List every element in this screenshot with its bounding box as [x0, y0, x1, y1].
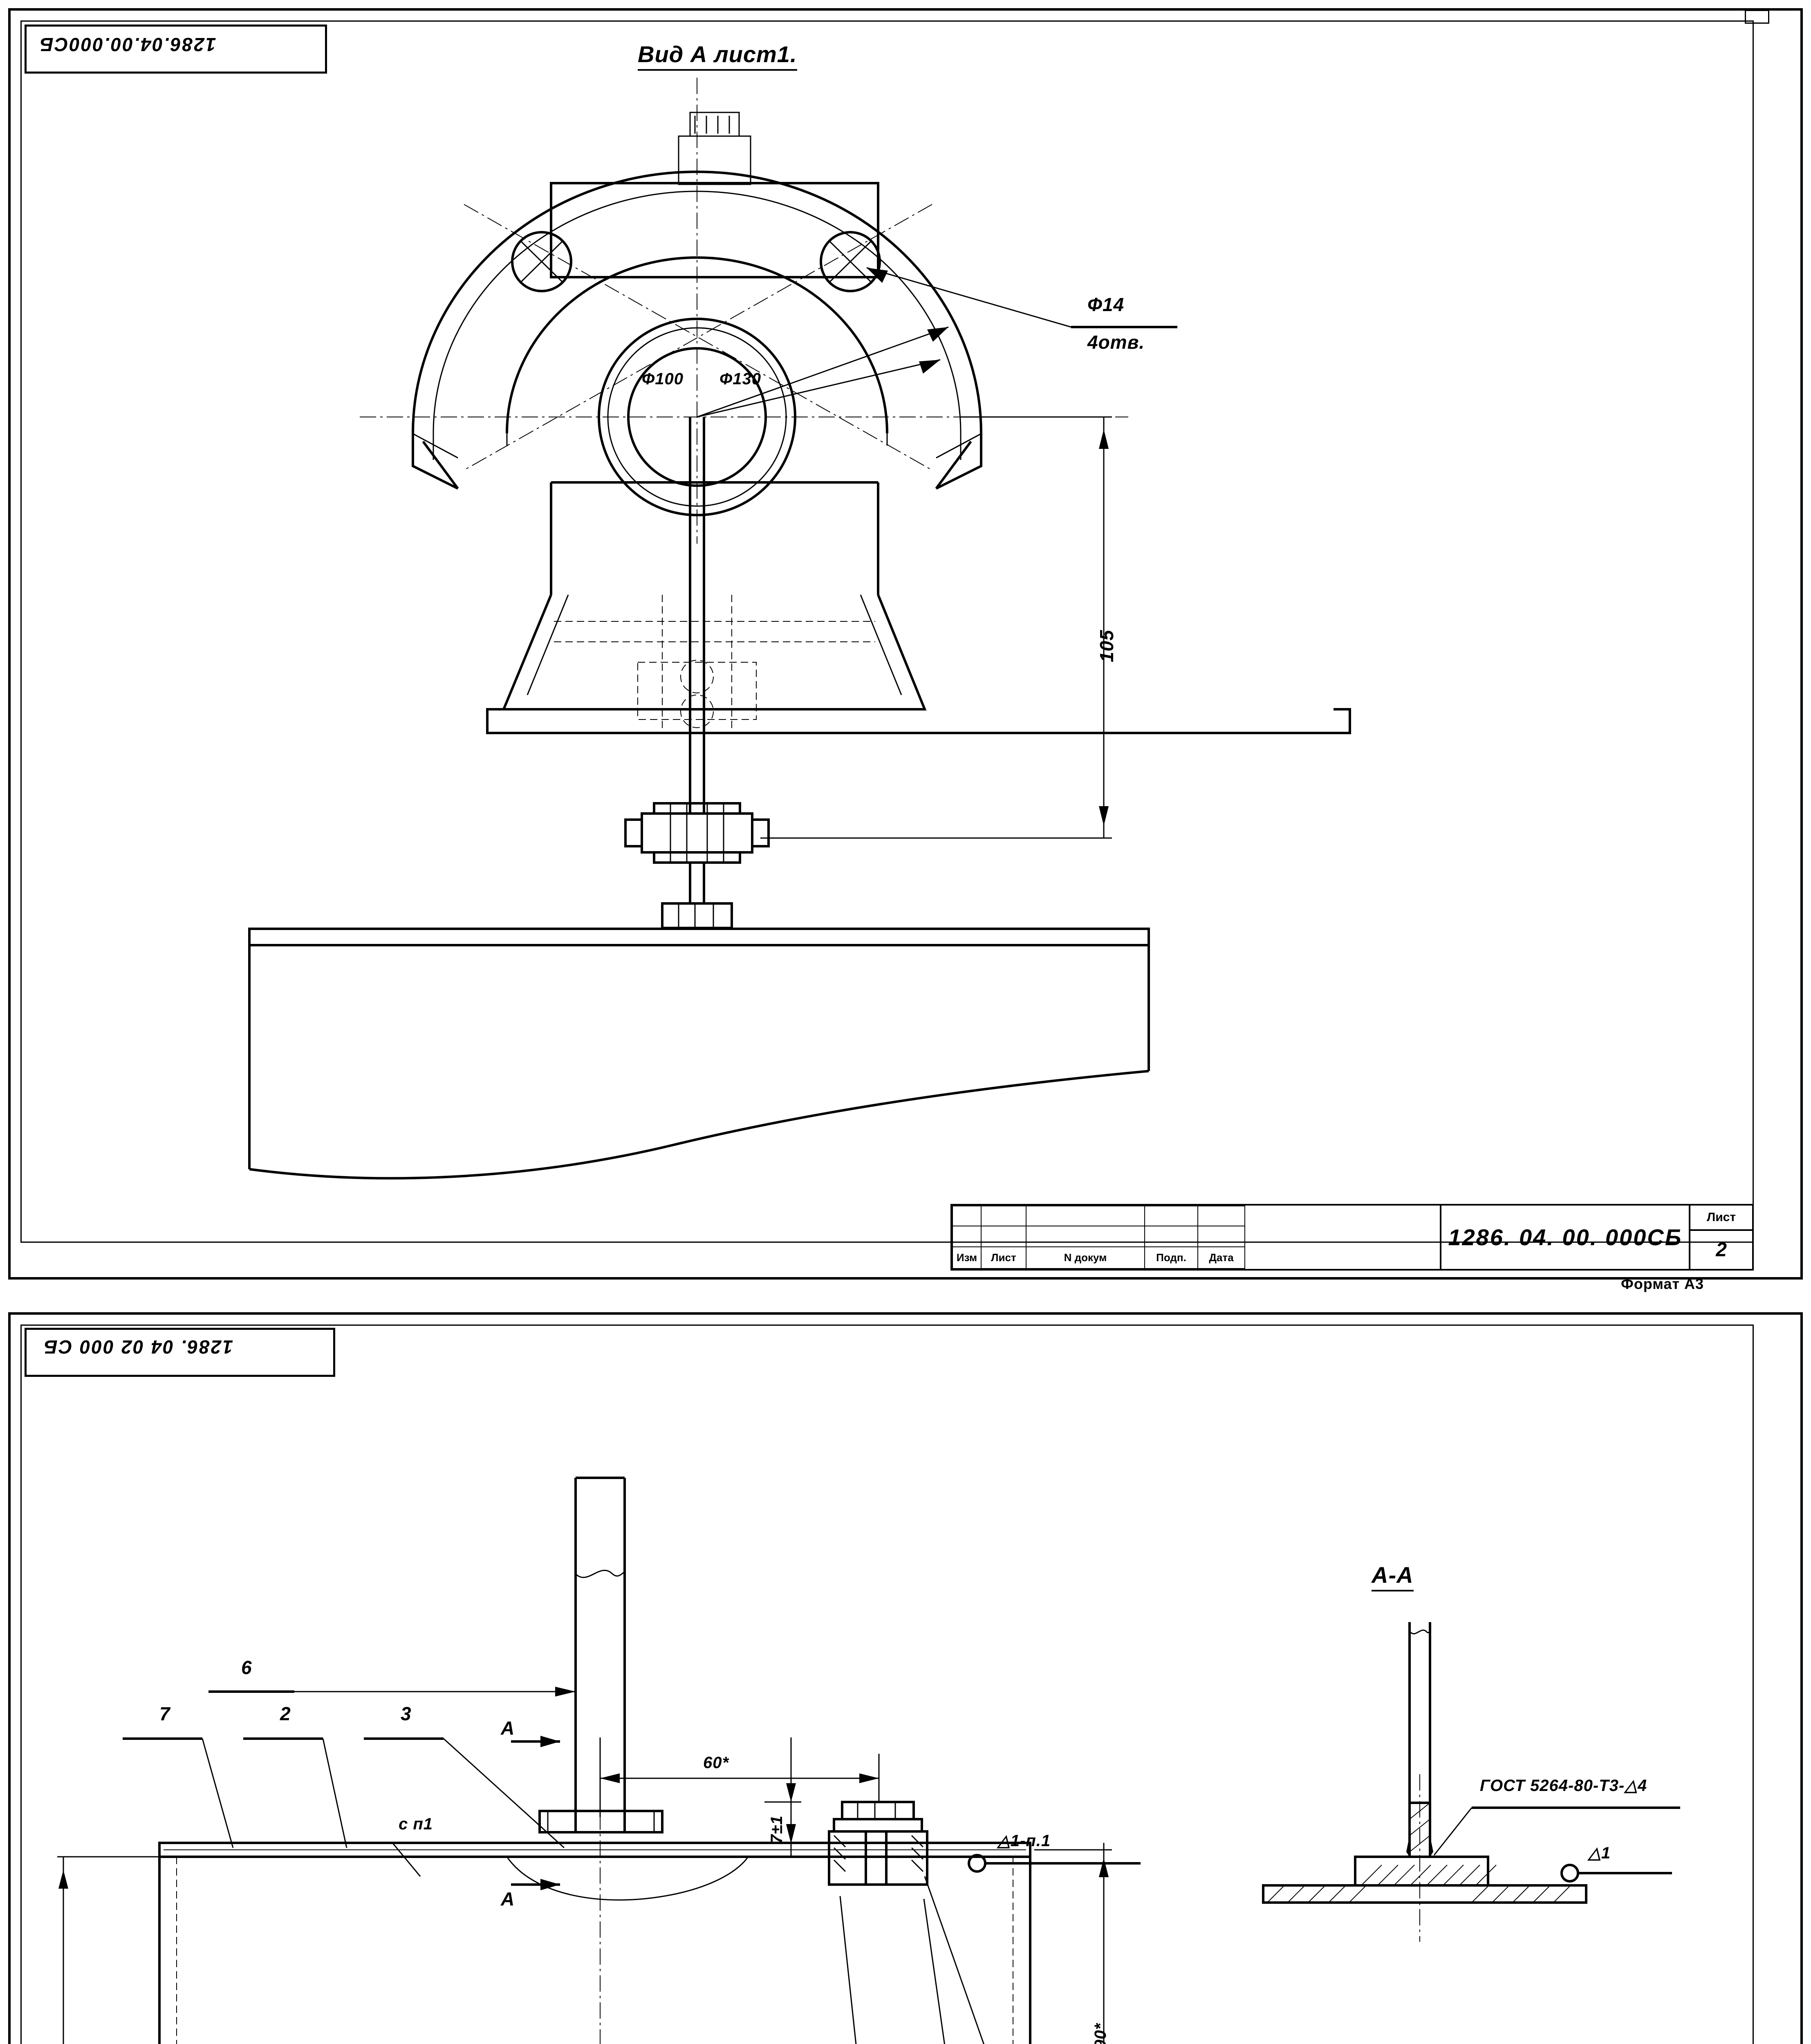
sheet-top-outer-frame	[8, 8, 1803, 1280]
balloon-7: 7	[159, 1703, 170, 1724]
balloon-3: 3	[401, 1703, 412, 1724]
dim-offset-60: 60*	[703, 1754, 729, 1772]
balloon-2: 2	[280, 1703, 291, 1724]
sheet-top-sheet-number: 2	[1689, 1229, 1754, 1271]
section-aa-title: А-А	[1372, 1562, 1414, 1591]
page-corner-tick	[1745, 10, 1769, 24]
sheet-bottom-outer-frame	[8, 1312, 1803, 2044]
dim-height-105: 105	[1096, 630, 1117, 662]
sheet-top-inner-frame	[20, 20, 1754, 1243]
view-a-title: Вид А лист1.	[638, 41, 797, 71]
col-podp: Подп.	[1144, 1246, 1198, 1269]
sheet-top-format-label: Формат А3	[1621, 1275, 1704, 1292]
balloon-6: 6	[241, 1657, 252, 1678]
sheet-top-corner-label-box	[25, 25, 327, 74]
weld-symbol-t1-p1: △1-п.1	[997, 1832, 1051, 1850]
dim-total-height-290: 290*	[1092, 2023, 1109, 2044]
dim-bolt-hole-qty: 4отв.	[1087, 332, 1145, 353]
sheet-top: 1286.04.00.000СБ Вид А лист1.	[8, 8, 1803, 1292]
section-mark-a-bottom: А	[501, 1888, 515, 1910]
section-mark-a-top: А	[501, 1717, 515, 1739]
dim-bore-130: Ф130	[719, 370, 761, 388]
dim-bore-100: Ф100	[642, 370, 684, 388]
dim-plate-gap-7: 7±1	[768, 1815, 786, 1844]
seam-ref-label: с п1	[399, 1815, 433, 1833]
sheet-bottom-corner-label-box	[25, 1328, 335, 1377]
sheet-bottom-geometry	[57, 1477, 1680, 2044]
dim-bolt-hole-14: Ф14	[1087, 294, 1125, 315]
sheet-top-drawing-number: 1286. 04. 00. 000СБ	[1440, 1204, 1691, 1271]
weld-symbol-gost: ГОСТ 5264-80-Т3-△4	[1480, 1777, 1647, 1795]
sheet-top-title-block: Изм Лист N докум Подп. Дата 1286. 04. 00…	[950, 1204, 1754, 1271]
sheet-top-sheet-label: Лист	[1689, 1204, 1754, 1231]
col-ndokum: N докум	[1026, 1246, 1145, 1269]
col-list: Лист	[981, 1246, 1027, 1269]
weld-symbol-t1: △1	[1588, 1844, 1611, 1862]
sheet-bottom: 1286. 04 02 000 СБ	[0, 1304, 1811, 2044]
sheet-bottom-inner-frame	[20, 1325, 1754, 2044]
sheet-top-geometry	[248, 78, 1351, 1180]
col-izm: Изм	[952, 1246, 982, 1269]
col-data: Дата	[1197, 1246, 1245, 1269]
